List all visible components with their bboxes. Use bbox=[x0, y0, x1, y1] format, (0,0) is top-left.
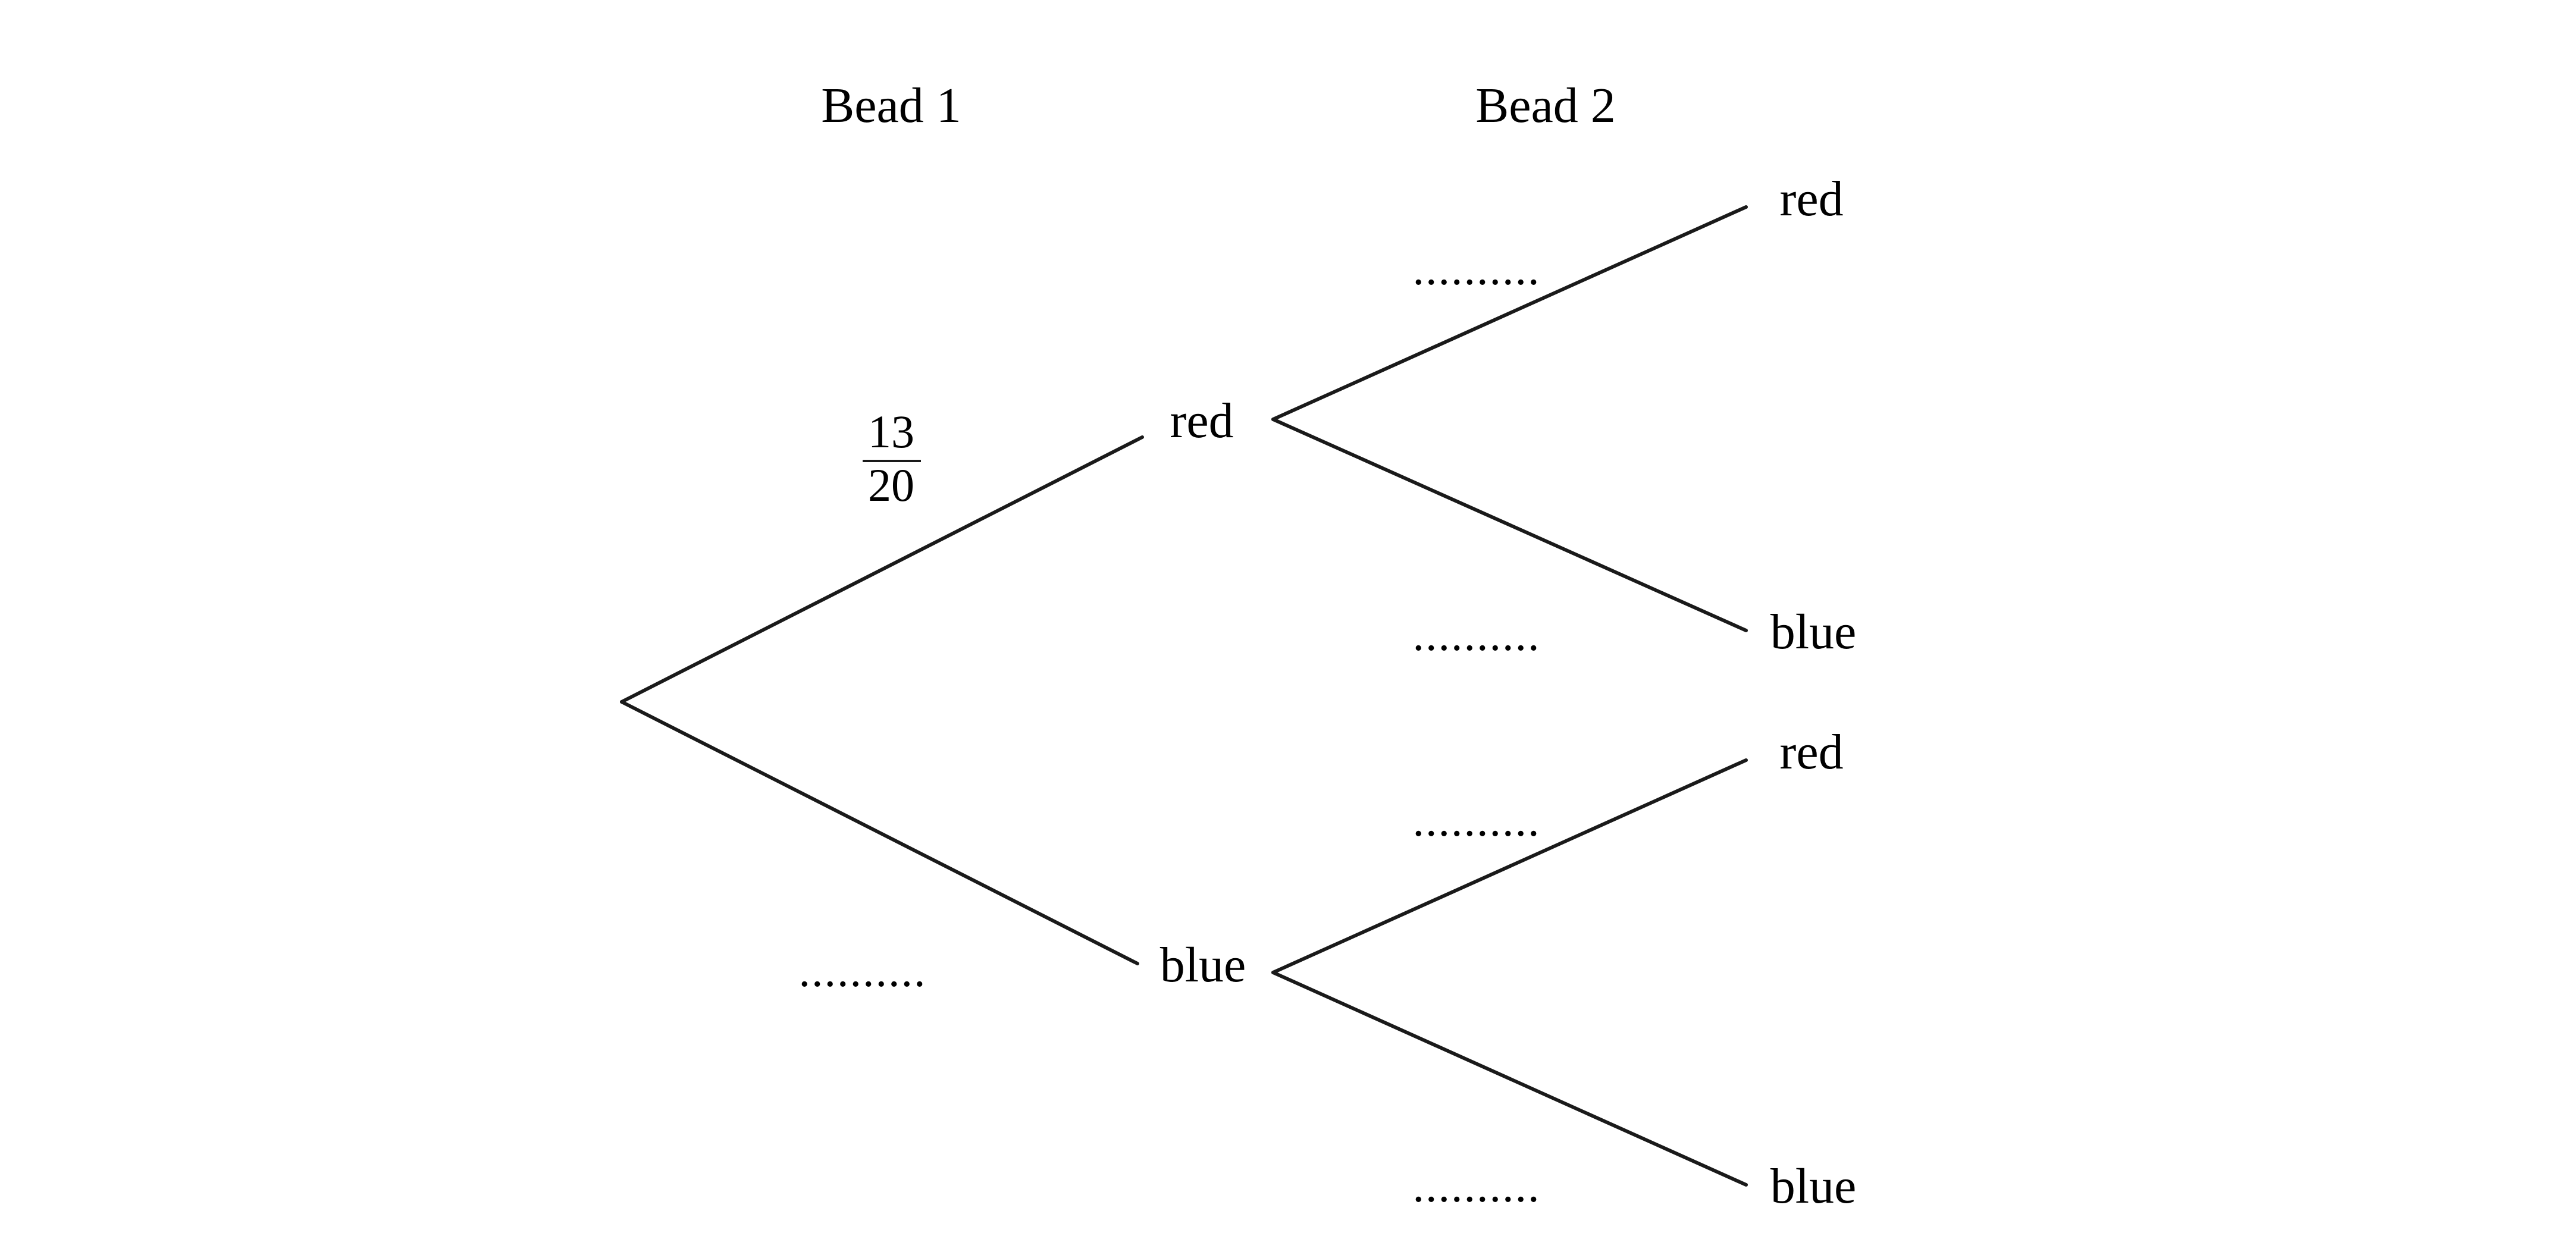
branch-red-to-blue bbox=[1271, 418, 1748, 632]
bead2-red-after-red-label: red bbox=[1779, 171, 1843, 227]
heading-bead-2: Bead 2 bbox=[1475, 78, 1616, 133]
bead2-blue-after-blue-probability-blank: .......... bbox=[1413, 1160, 1541, 1212]
branch-root-to-red bbox=[620, 435, 1144, 704]
fraction-denominator: 20 bbox=[868, 459, 914, 511]
bead2-blue-after-blue-label: blue bbox=[1770, 1159, 1857, 1214]
bead2-blue-after-red-probability-blank: .......... bbox=[1413, 608, 1541, 660]
bead1-red-probability: 13 20 bbox=[863, 406, 921, 511]
bead1-blue-label: blue bbox=[1160, 937, 1246, 993]
heading-bead-1: Bead 1 bbox=[821, 78, 961, 133]
bead2-red-after-blue-label: red bbox=[1779, 724, 1843, 780]
branch-blue-to-blue bbox=[1271, 971, 1748, 1187]
bead1-blue-probability-blank: .......... bbox=[799, 945, 927, 996]
branch-blue-to-red bbox=[1271, 758, 1748, 974]
branch-root-to-blue bbox=[620, 700, 1139, 965]
bead2-blue-after-red-label: blue bbox=[1770, 604, 1857, 660]
branch-red-to-red bbox=[1271, 205, 1748, 421]
fraction-numerator: 13 bbox=[868, 406, 914, 457]
bead2-red-after-blue-probability-blank: .......... bbox=[1413, 794, 1541, 846]
bead1-red-label: red bbox=[1170, 393, 1233, 448]
bead2-red-after-red-probability-blank: .......... bbox=[1413, 243, 1541, 294]
